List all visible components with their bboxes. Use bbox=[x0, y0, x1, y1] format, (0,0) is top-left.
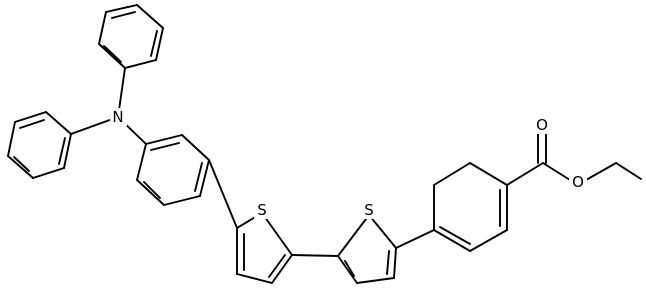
cyclohexadiene-ring bbox=[433, 162, 508, 252]
phenyl-ring-left bbox=[7, 111, 72, 179]
atom-sulfur-left: S bbox=[254, 201, 270, 219]
bithiophene-link bbox=[291, 254, 339, 257]
phenyl-ring-top bbox=[98, 4, 164, 69]
atom-carbonyl-oxygen: O bbox=[533, 116, 551, 134]
svg-text:N: N bbox=[112, 108, 123, 126]
svg-text:S: S bbox=[257, 201, 267, 219]
svg-text:O: O bbox=[572, 173, 584, 191]
thiophene-ring-right bbox=[337, 214, 435, 284]
atom-ester-oxygen: O bbox=[569, 173, 587, 191]
atom-sulfur-right: S bbox=[361, 201, 377, 219]
amine-bonds bbox=[70, 67, 147, 145]
svg-text:O: O bbox=[536, 116, 548, 134]
thiophene-ring-left bbox=[236, 212, 293, 284]
phenylene-ring bbox=[136, 134, 238, 229]
ethyl-ester-group bbox=[506, 131, 642, 186]
atom-nitrogen: N bbox=[110, 108, 127, 126]
svg-text:S: S bbox=[364, 201, 374, 219]
